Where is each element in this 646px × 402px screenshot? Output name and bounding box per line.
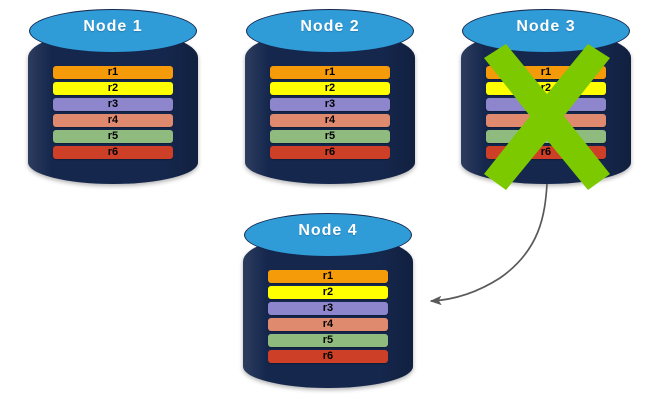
node-4-record-list: r1 r2 r3 r4 r5 r6 — [267, 270, 389, 366]
node-2-label: Node 2 — [300, 18, 360, 35]
arrow-node3-to-node4 — [429, 183, 548, 306]
node-3[interactable]: Node 3 r1 r2 r3 r4 r5 r6 — [461, 8, 631, 184]
record-bar[interactable]: r3 — [52, 98, 174, 111]
node-1-record-list: r1 r2 r3 r4 r5 r6 — [52, 66, 174, 162]
record-bar[interactable]: r2 — [267, 286, 389, 299]
record-bar[interactable]: r6 — [267, 350, 389, 363]
node-2[interactable]: Node 2 r1 r2 r3 r4 r5 r6 — [245, 8, 415, 184]
record-bar[interactable]: r4 — [267, 318, 389, 331]
record-bar[interactable]: r1 — [269, 66, 391, 79]
record-bar[interactable]: r3 — [485, 98, 607, 111]
record-bar[interactable]: r1 — [52, 66, 174, 79]
record-bar[interactable]: r5 — [269, 130, 391, 143]
record-bar[interactable]: r6 — [269, 146, 391, 159]
record-bar[interactable]: r4 — [52, 114, 174, 127]
node-1-label: Node 1 — [83, 18, 143, 35]
record-bar[interactable]: r6 — [485, 146, 607, 159]
node-1[interactable]: Node 1 r1 r2 r3 r4 r5 r6 — [28, 8, 198, 184]
record-bar[interactable]: r1 — [485, 66, 607, 79]
record-bar[interactable]: r5 — [52, 130, 174, 143]
record-bar[interactable]: r3 — [269, 98, 391, 111]
node-1-cylinder-top — [29, 9, 197, 53]
record-bar[interactable]: r5 — [267, 334, 389, 347]
node-2-record-list: r1 r2 r3 r4 r5 r6 — [269, 66, 391, 162]
record-bar[interactable]: r2 — [485, 82, 607, 95]
record-bar[interactable]: r2 — [269, 82, 391, 95]
record-bar[interactable]: r2 — [52, 82, 174, 95]
record-bar[interactable]: r4 — [269, 114, 391, 127]
record-bar[interactable]: r3 — [267, 302, 389, 315]
node-3-label: Node 3 — [516, 18, 576, 35]
record-bar[interactable]: r4 — [485, 114, 607, 127]
node-2-cylinder-top — [246, 9, 414, 53]
node-4[interactable]: Node 4 r1 r2 r3 r4 r5 r6 — [243, 212, 413, 388]
record-bar[interactable]: r5 — [485, 130, 607, 143]
node-4-cylinder-top — [244, 213, 412, 257]
record-bar[interactable]: r6 — [52, 146, 174, 159]
node-4-label: Node 4 — [298, 222, 358, 239]
node-3-record-list: r1 r2 r3 r4 r5 r6 — [485, 66, 607, 162]
record-bar[interactable]: r1 — [267, 270, 389, 283]
